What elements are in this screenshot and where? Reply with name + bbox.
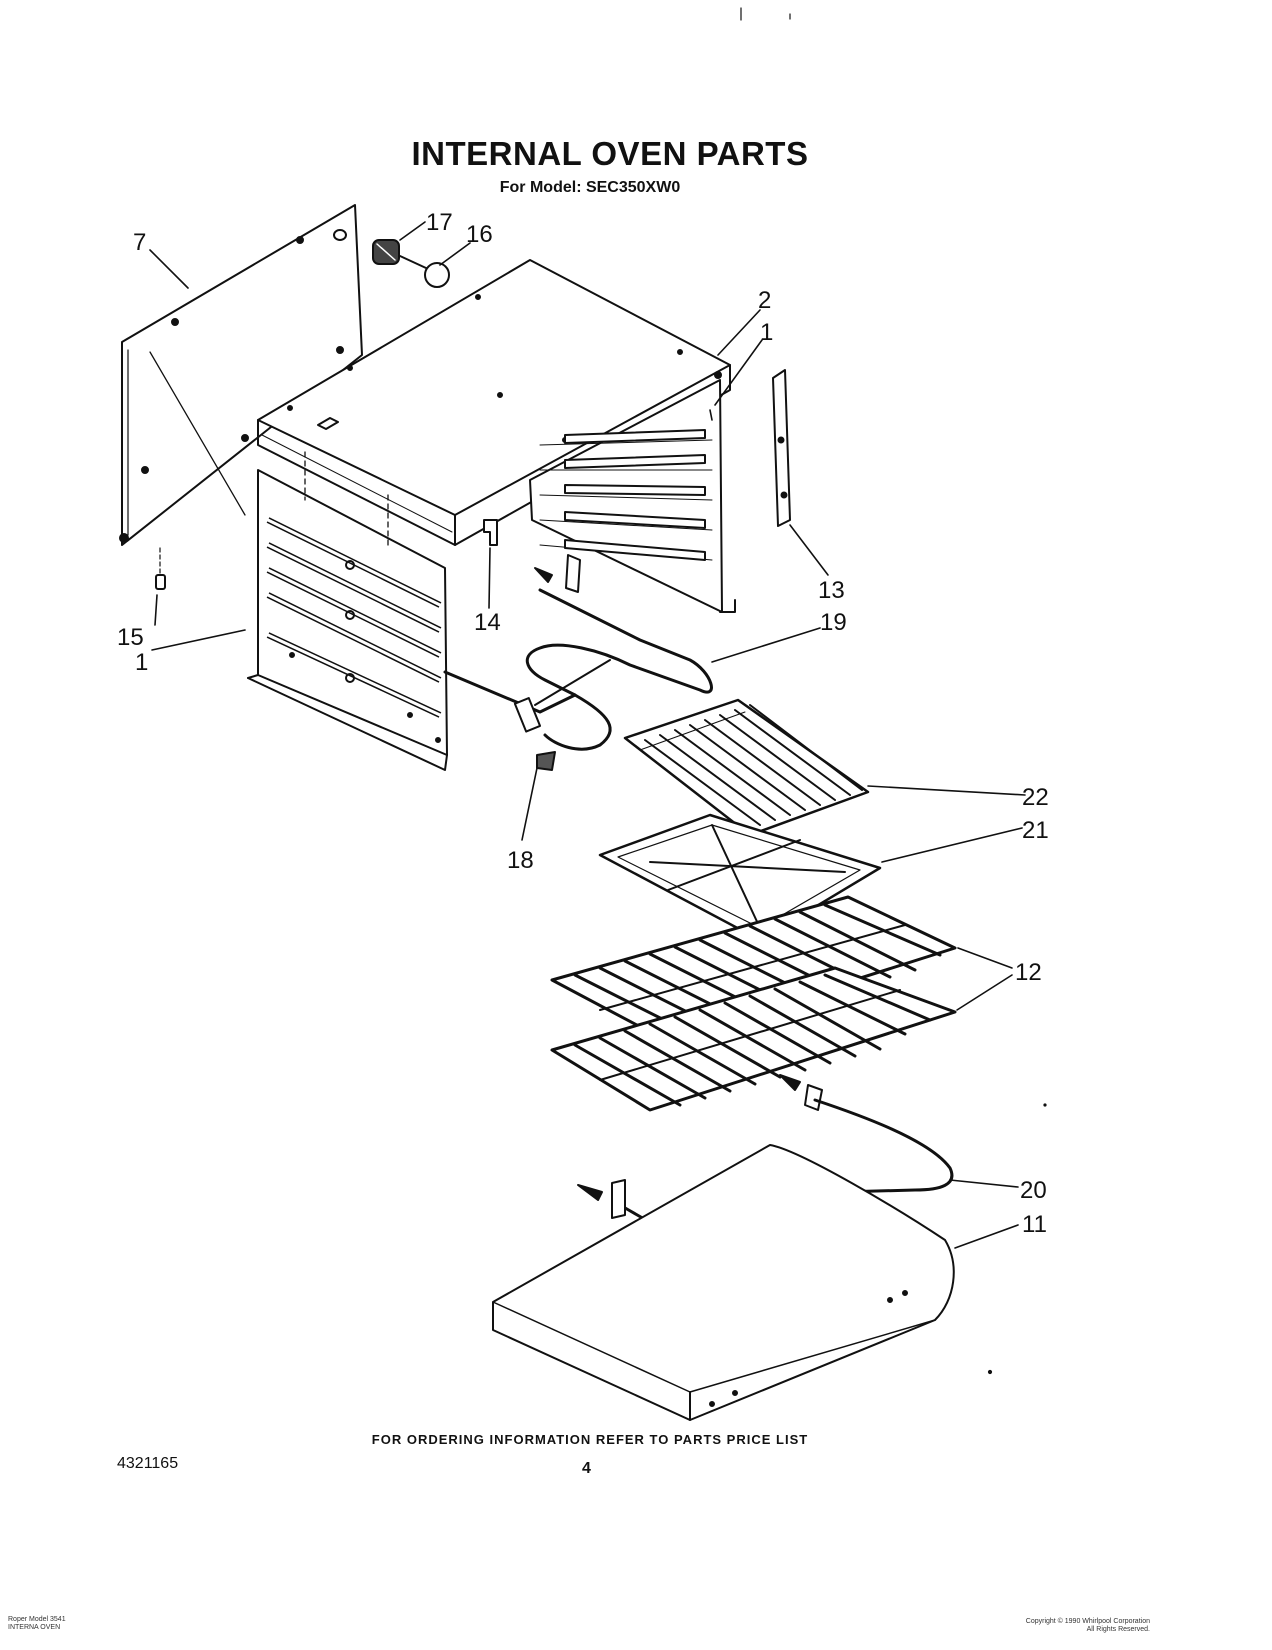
callout-20: 20 xyxy=(1020,1177,1047,1204)
callout-labels: 7 17 16 2 1 13 19 15 1 14 22 21 18 12 20… xyxy=(117,209,1049,1238)
model-subtitle: For Model: SEC350XW0 xyxy=(499,179,681,196)
callout-17: 17 xyxy=(426,209,453,236)
part-2-oven-top xyxy=(257,259,731,546)
callout-1-right: 1 xyxy=(760,319,773,346)
fine-print-left-line-1: Roper Model 3541 xyxy=(8,1616,66,1623)
callout-1-left: 1 xyxy=(135,649,148,676)
callout-15: 15 xyxy=(117,624,144,651)
ordering-info-note: FOR ORDERING INFORMATION REFER TO PARTS … xyxy=(371,1432,809,1447)
fine-print-left-line-2: INTERNA OVEN xyxy=(8,1624,61,1631)
part-16-lamp-bulb xyxy=(399,255,450,288)
part-1-left-side-wall xyxy=(149,351,448,771)
fine-print-right-line-2: All Rights Reserved. xyxy=(1086,1626,1150,1633)
callout-12: 12 xyxy=(1015,959,1042,986)
part-1-right-side-wall xyxy=(529,379,736,613)
callout-21: 21 xyxy=(1022,817,1049,844)
callout-2: 2 xyxy=(758,287,771,314)
part-13-trim-strip xyxy=(772,369,791,527)
scan-marks xyxy=(740,7,1047,1375)
callout-14: 14 xyxy=(474,609,501,636)
fine-print-left: Roper Model 3541 INTERNA OVEN xyxy=(8,1616,66,1632)
part-22-broil-grid xyxy=(623,698,870,837)
callout-7: 7 xyxy=(133,229,146,256)
page-number: 4 xyxy=(582,1460,591,1477)
fine-print-right: Copyright © 1990 Whirlpool Corporation A… xyxy=(955,1618,1150,1634)
part-14-clip xyxy=(483,519,498,546)
part-17-lamp-socket xyxy=(333,229,400,265)
part-19-broil-element xyxy=(443,554,713,751)
part-12-oven-rack-upper xyxy=(550,895,957,1042)
part-7-rear-panel xyxy=(119,204,363,546)
part-15-screw xyxy=(155,547,166,590)
part-11-oven-bottom xyxy=(492,1144,955,1421)
callout-leader-lines xyxy=(149,221,1026,1249)
callout-18: 18 xyxy=(507,847,534,874)
fine-print-right-line-1: Copyright © 1990 Whirlpool Corporation xyxy=(1025,1618,1150,1625)
callout-16: 16 xyxy=(466,221,493,248)
document-number: 4321165 xyxy=(117,1455,179,1472)
part-18-bracket xyxy=(536,751,556,771)
callout-19: 19 xyxy=(820,609,847,636)
callout-13: 13 xyxy=(818,577,845,604)
callout-22: 22 xyxy=(1022,784,1049,811)
callout-11: 11 xyxy=(1022,1211,1047,1238)
part-12-oven-rack-lower xyxy=(550,966,957,1112)
page-title: INTERNAL OVEN PARTS xyxy=(411,135,809,172)
